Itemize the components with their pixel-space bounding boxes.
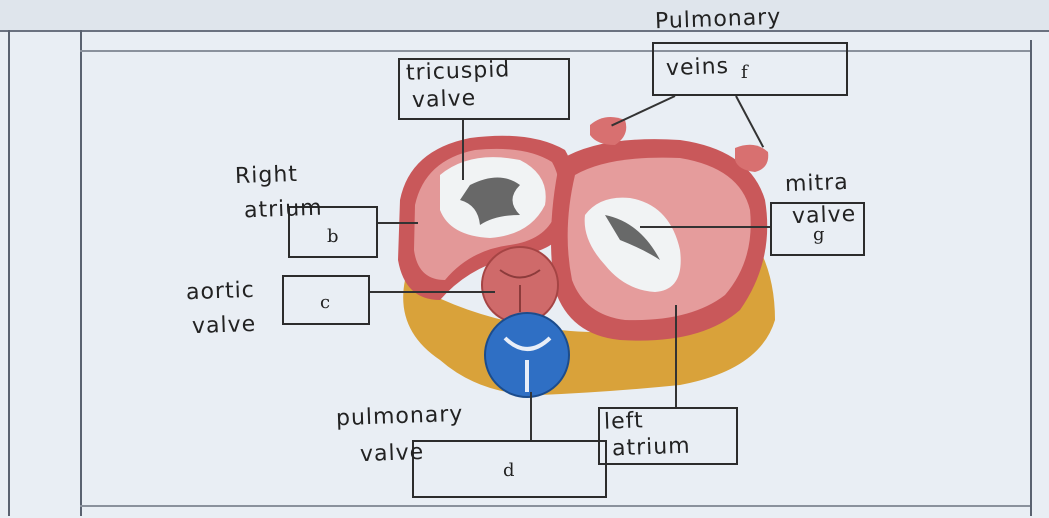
handwritten-left: left [604,409,644,434]
handwritten-atrium: atrium [244,197,323,224]
handwritten-pulmonary: Pulmonary [655,6,782,34]
leader-mitral [640,226,770,228]
handwritten-tricuspid: tricuspid [406,58,511,86]
handwritten-right: Right [235,163,299,189]
leader-right-atrium [378,222,418,224]
leader-pulmonary-valve [530,392,532,440]
handwritten-veins: veins [666,55,730,81]
leader-left-atrium [675,305,677,408]
handwritten-pulmonary-valve-2: valve [360,441,425,467]
box-letter-b: b [327,226,339,247]
handwritten-mitral-valve: valve [792,203,857,229]
handwritten-left-atrium: atrium [612,435,691,462]
leader-aortic [370,291,495,293]
handwritten-aortic: aortic [186,279,256,305]
leader-tricuspid [462,120,464,180]
box-letter-f: f [741,62,748,83]
box-letter-c: c [320,292,330,313]
box-letter-d: d [503,460,515,481]
handwritten-tricuspid-valve: valve [412,87,477,113]
handwritten-aortic-valve: valve [192,313,257,339]
handwritten-pulmonary-valve: pulmonary [336,403,464,431]
handwritten-mitra: mitra [785,171,850,197]
